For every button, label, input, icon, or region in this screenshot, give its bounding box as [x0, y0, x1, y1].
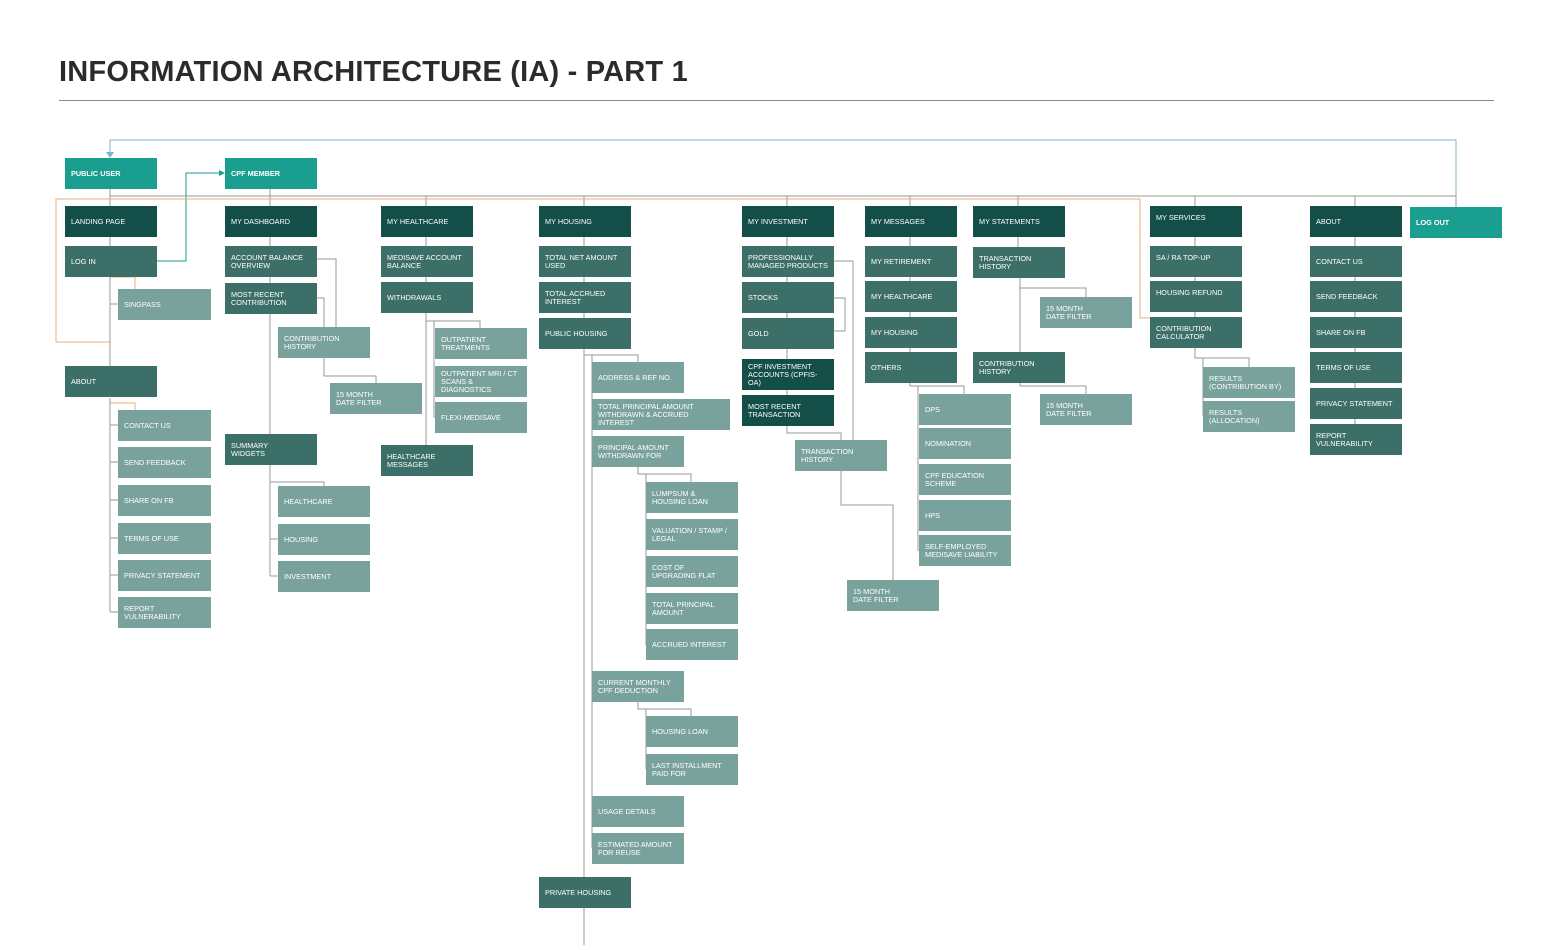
node-current-monthly[interactable]: CURRENT MONTHLY CPF DEDUCTION — [592, 671, 684, 702]
node-dash-contribution-history[interactable]: CONTRIBUTION HISTORY — [278, 327, 370, 358]
node-log-in[interactable]: LOG IN — [65, 246, 157, 277]
node-lumpsum[interactable]: LUMPSUM & HOUSING LOAN — [646, 482, 738, 513]
node-outpatient-mri[interactable]: OUTPATIENT MRI / CT SCANS & DIAGNOSTICS — [435, 366, 527, 397]
node-my-investment[interactable]: MY INVESTMENT — [742, 206, 834, 237]
node-private-housing[interactable]: PRIVATE HOUSING — [539, 877, 631, 908]
node-contribution-calculator[interactable]: CONTRIBUTION CALCULATOR — [1150, 317, 1242, 348]
node-public-user[interactable]: PUBLIC USER — [65, 158, 157, 189]
node-summary-widgets[interactable]: SUMMARY WIDGETS — [225, 434, 317, 465]
node-nomination[interactable]: NOMINATION — [919, 428, 1011, 459]
node-stmt-transaction-history[interactable]: TRANSACTION HISTORY — [973, 247, 1065, 278]
node-widget-investment[interactable]: INVESTMENT — [278, 561, 370, 592]
node-valuation[interactable]: VALUATION / STAMP / LEGAL — [646, 519, 738, 550]
node-self-employed[interactable]: SELF-EMPLOYED MEDISAVE LIABILITY — [919, 535, 1011, 566]
node-pub-report[interactable]: REPORT VULNERABILITY — [118, 597, 211, 628]
node-housing-loan[interactable]: HOUSING LOAN — [646, 716, 738, 747]
node-estimated-amount[interactable]: ESTIMATED AMOUNT FOR REUSE — [592, 833, 684, 864]
node-cpf-member[interactable]: CPF MEMBER — [225, 158, 317, 189]
node-sa-ra-topup[interactable]: SA / RA TOP-UP — [1150, 246, 1242, 277]
node-outpatient-treatments[interactable]: OUTPATIENT TREATMENTS — [435, 328, 527, 359]
node-widget-healthcare[interactable]: HEALTHCARE — [278, 486, 370, 517]
node-cpf-investment-accounts[interactable]: CPF INVESTMENT ACCOUNTS (CPFIS-OA) — [742, 359, 834, 390]
node-dash-15-month[interactable]: 15 MONTH DATE FILTER — [330, 383, 422, 414]
node-msg-housing[interactable]: MY HOUSING — [865, 317, 957, 348]
node-my-services[interactable]: MY SERVICES — [1150, 206, 1242, 237]
node-my-healthcare[interactable]: MY HEALTHCARE — [381, 206, 473, 237]
node-msg-others[interactable]: OTHERS — [865, 352, 957, 383]
node-most-recent-transaction[interactable]: MOST RECENT TRANSACTION — [742, 395, 834, 426]
node-withdrawals[interactable]: WITHDRAWALS — [381, 282, 473, 313]
node-inv-15-month[interactable]: 15 MONTH DATE FILTER — [847, 580, 939, 611]
node-msg-healthcare[interactable]: MY HEALTHCARE — [865, 281, 957, 312]
node-mem-terms[interactable]: TERMS OF USE — [1310, 352, 1402, 383]
title-divider — [59, 100, 1494, 101]
node-my-dashboard[interactable]: MY DASHBOARD — [225, 206, 317, 237]
node-cpf-education[interactable]: CPF EDUCATION SCHEME — [919, 464, 1011, 495]
node-mem-contact-us[interactable]: CONTACT US — [1310, 246, 1402, 277]
node-last-installment[interactable]: LAST INSTALLMENT PAID FOR — [646, 754, 738, 785]
node-total-accrued-interest[interactable]: TOTAL ACCRUED INTEREST — [539, 282, 631, 313]
node-mem-privacy[interactable]: PRIVACY STATEMENT — [1310, 388, 1402, 419]
node-pub-share-fb[interactable]: SHARE ON FB — [118, 485, 211, 516]
node-results-allocation[interactable]: RESULTS (ALLOCATION) — [1203, 401, 1295, 432]
node-stocks[interactable]: STOCKS — [742, 282, 834, 313]
node-pub-terms[interactable]: TERMS OF USE — [118, 523, 211, 554]
node-my-statements[interactable]: MY STATEMENTS — [973, 206, 1065, 237]
node-log-out[interactable]: LOG OUT — [1410, 207, 1502, 238]
node-principal-withdrawn-for[interactable]: PRINCIPAL AMOUNT WITHDRAWN FOR — [592, 436, 684, 467]
node-account-balance[interactable]: ACCOUNT BALANCE OVERVIEW — [225, 246, 317, 277]
node-public-housing[interactable]: PUBLIC HOUSING — [539, 318, 631, 349]
node-singpass[interactable]: SINGPASS — [118, 289, 211, 320]
node-msg-retirement[interactable]: MY RETIREMENT — [865, 246, 957, 277]
node-widget-housing[interactable]: HOUSING — [278, 524, 370, 555]
node-about-public[interactable]: ABOUT — [65, 366, 157, 397]
node-pub-contact-us[interactable]: CONTACT US — [118, 410, 211, 441]
node-about-member[interactable]: ABOUT — [1310, 206, 1402, 237]
node-my-messages[interactable]: MY MESSAGES — [865, 206, 957, 237]
page-title: INFORMATION ARCHITECTURE (IA) - PART 1 — [59, 56, 688, 88]
node-mem-send-feedback[interactable]: SEND FEEDBACK — [1310, 281, 1402, 312]
node-stmt-contribution-history[interactable]: CONTRIBUTION HISTORY — [973, 352, 1065, 383]
node-professionally-managed[interactable]: PROFESSIONALLY MANAGED PRODUCTS — [742, 246, 834, 277]
node-flexi-medisave[interactable]: FLEXI-MEDISAVE — [435, 402, 527, 433]
node-accrued-interest[interactable]: ACCRUED INTEREST — [646, 629, 738, 660]
node-hps[interactable]: HPS — [919, 500, 1011, 531]
node-total-principal-amount[interactable]: TOTAL PRINCIPAL AMOUNT — [646, 593, 738, 624]
node-stmt-15-month-a[interactable]: 15 MONTH DATE FILTER — [1040, 297, 1132, 328]
node-housing-refund[interactable]: HOUSING REFUND — [1150, 281, 1242, 312]
node-results-contribution-by[interactable]: RESULTS (CONTRIBUTION BY) — [1203, 367, 1295, 398]
node-gold[interactable]: GOLD — [742, 318, 834, 349]
node-landing-page[interactable]: LANDING PAGE — [65, 206, 157, 237]
node-pub-send-feedback[interactable]: SEND FEEDBACK — [118, 447, 211, 478]
node-address-ref[interactable]: ADDRESS & REF NO. — [592, 362, 684, 393]
node-dps[interactable]: DPS — [919, 394, 1011, 425]
node-healthcare-messages[interactable]: HEALTHCARE MESSAGES — [381, 445, 473, 476]
node-most-recent-contribution[interactable]: MOST RECENT CONTRIBUTION — [225, 283, 317, 314]
node-mem-report[interactable]: REPORT VULNERABILITY — [1310, 424, 1402, 455]
node-pub-privacy[interactable]: PRIVACY STATEMENT — [118, 560, 211, 591]
node-my-housing[interactable]: MY HOUSING — [539, 206, 631, 237]
node-inv-transaction-history[interactable]: TRANSACTION HISTORY — [795, 440, 887, 471]
node-cost-upgrading[interactable]: COST OF UPGRADING FLAT — [646, 556, 738, 587]
node-stmt-15-month-b[interactable]: 15 MONTH DATE FILTER — [1040, 394, 1132, 425]
node-mem-share-fb[interactable]: SHARE ON FB — [1310, 317, 1402, 348]
node-total-principal-withdrawn[interactable]: TOTAL PRINCIPAL AMOUNT WITHDRAWN & ACCRU… — [592, 399, 730, 430]
node-medisave-balance[interactable]: MEDISAVE ACCOUNT BALANCE — [381, 246, 473, 277]
node-total-net-amount[interactable]: TOTAL NET AMOUNT USED — [539, 246, 631, 277]
node-usage-details[interactable]: USAGE DETAILS — [592, 796, 684, 827]
